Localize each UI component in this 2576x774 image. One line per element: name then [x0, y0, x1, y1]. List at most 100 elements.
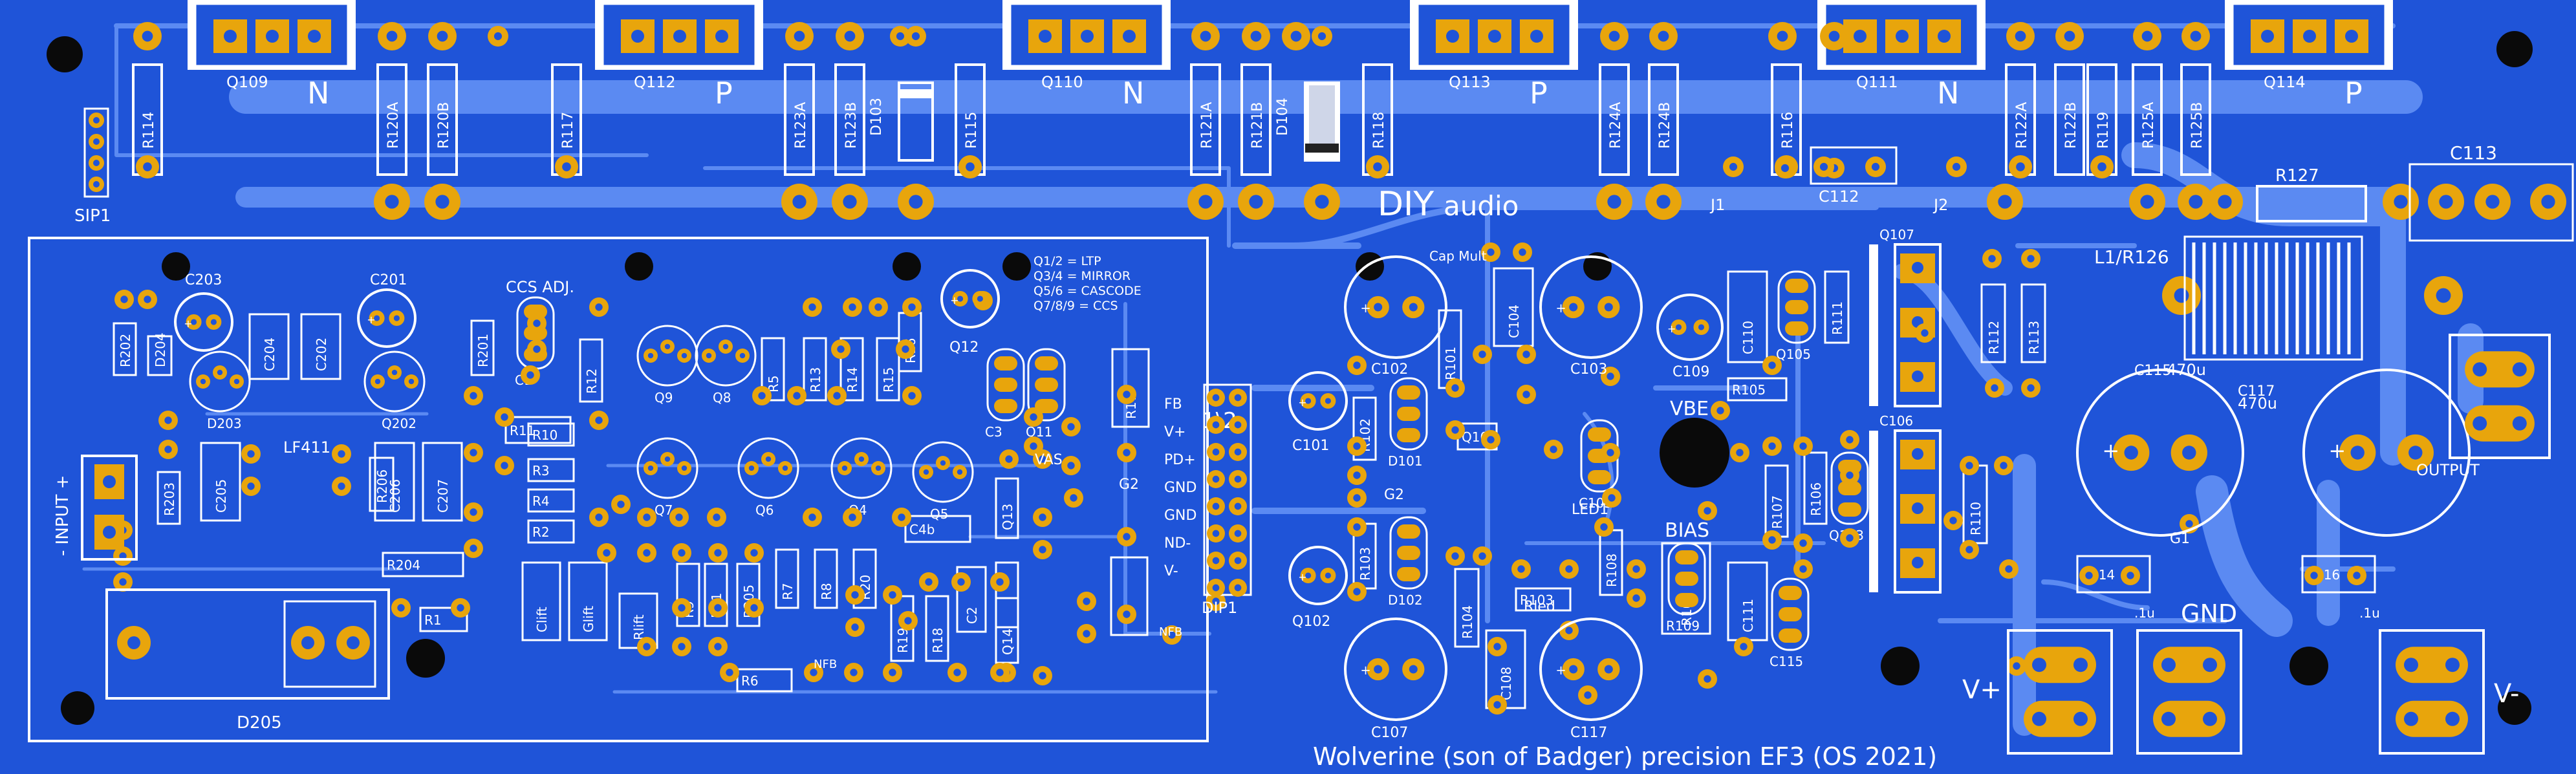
pad-hole	[1600, 523, 1608, 531]
pad-hole	[1846, 471, 1854, 479]
resistor-body	[1190, 63, 1221, 176]
pad-hole	[2436, 288, 2451, 303]
mounting-hole	[2496, 31, 2533, 67]
electrolytic-capacitor: +C109	[1656, 294, 1724, 380]
component-label: C102	[1371, 361, 1408, 378]
pad-hole	[1123, 533, 1131, 541]
pad-hole	[1799, 539, 1807, 547]
capacitor-c113	[2408, 163, 2574, 242]
pad-hole	[501, 462, 508, 469]
electrolytic-capacitor: +C103	[1539, 255, 1643, 378]
gnd-label: GND	[2181, 599, 2237, 628]
component-label: R201	[475, 334, 491, 367]
pad-hole	[908, 392, 916, 400]
component-label: Q112	[634, 73, 676, 91]
component-outline	[422, 442, 463, 522]
dip-pin-label: GND	[1164, 508, 1196, 524]
pad-hole	[706, 352, 712, 359]
pad-hole	[2016, 162, 2025, 171]
pad-hole	[2190, 30, 2202, 42]
component-outline	[1803, 451, 1828, 525]
pad-hole	[526, 371, 534, 379]
pad-hole	[1409, 303, 1418, 312]
electrolytic-capacitors: +C203+C201+Q12+C102+C103+C109+C101+Q102+…	[174, 255, 2471, 741]
pad-hole	[533, 345, 541, 353]
component-label: C207	[435, 479, 451, 513]
resistor: R125A	[2132, 63, 2163, 176]
c1-label: D205	[237, 713, 282, 733]
pad-hole	[794, 30, 805, 42]
component-outline	[382, 552, 464, 577]
pad-hole	[437, 30, 448, 42]
diode-label: D103	[869, 98, 885, 136]
resistor-body	[2132, 63, 2163, 176]
pad-hole	[470, 544, 477, 552]
small-transistor: D102	[1388, 516, 1428, 608]
pad-hole	[2541, 195, 2555, 209]
pad-hole	[2218, 195, 2232, 209]
component: R12	[579, 338, 603, 403]
component-label: R103	[1520, 592, 1553, 608]
pad-hole	[889, 669, 896, 676]
input-stage-outline	[28, 237, 1209, 742]
resistor-body	[834, 63, 865, 176]
pad-hole	[120, 296, 128, 303]
component: R1	[419, 607, 468, 632]
notes-block: Q1/2 = LTP Q3/4 = MIRROR Q5/6 = CASCODE …	[1034, 254, 1142, 313]
component-label: C3	[985, 424, 1002, 440]
electrolytic-capacitor: +C201	[357, 272, 417, 348]
component-label: R18	[930, 628, 946, 653]
transistor-outline	[695, 325, 757, 387]
pad-hole	[1493, 701, 1501, 709]
pad-hole	[397, 604, 405, 612]
pad-hole	[1729, 162, 1738, 171]
electrolytic-capacitor: +C117	[2238, 369, 2471, 537]
solder-pad	[1397, 428, 1420, 442]
component: C2	[956, 566, 987, 633]
pad-hole	[996, 578, 1004, 586]
component: C202	[300, 313, 341, 380]
r127-label: R127	[2275, 166, 2319, 186]
solder-pad	[1785, 300, 1808, 314]
polarity-mark: +	[2102, 438, 2119, 463]
inductor-l1	[2183, 235, 2363, 361]
pad-hole	[2353, 572, 2361, 579]
pad-hole	[957, 578, 965, 586]
component: C111	[1727, 561, 1768, 641]
component-outline	[1352, 396, 1377, 461]
pad-hole	[858, 456, 865, 462]
transistor-outline	[912, 441, 974, 503]
pad-hole	[338, 450, 345, 458]
transistor-outline	[986, 348, 1025, 422]
component-label: Q110	[1041, 73, 1083, 91]
pad-hole	[1198, 195, 1213, 209]
pad-hole	[722, 343, 729, 350]
pad-hole	[2485, 195, 2500, 209]
component: R13	[803, 337, 827, 402]
pad-hole	[1493, 643, 1501, 650]
pad-hole	[902, 345, 909, 353]
board-labels: CCS ADJ. Cap Mult VBE BIAS VAS NFB NFB L…	[283, 142, 2519, 709]
pad-hole	[1212, 597, 1220, 605]
component-label: C205	[213, 479, 229, 513]
component-label: R118	[1371, 112, 1387, 149]
pad-hole	[2124, 446, 2138, 460]
pad-hole	[1123, 391, 1131, 398]
pad-hole	[748, 465, 755, 471]
component-label: Glift	[581, 606, 596, 632]
component-label: R14	[845, 367, 860, 392]
pad-hole	[758, 392, 766, 400]
small-transistor: Q7	[636, 437, 698, 518]
component-label: C204	[262, 338, 277, 371]
pad-hole	[1067, 462, 1075, 469]
polarity-mark: +	[1360, 663, 1370, 678]
pad-hole	[1716, 407, 1724, 414]
component-outline	[419, 607, 468, 632]
solder-pad	[1675, 593, 1698, 607]
power-terminal	[2379, 629, 2485, 755]
pad-hole	[1123, 610, 1131, 618]
pad-hole	[1777, 30, 1788, 42]
pad-hole	[603, 549, 611, 557]
